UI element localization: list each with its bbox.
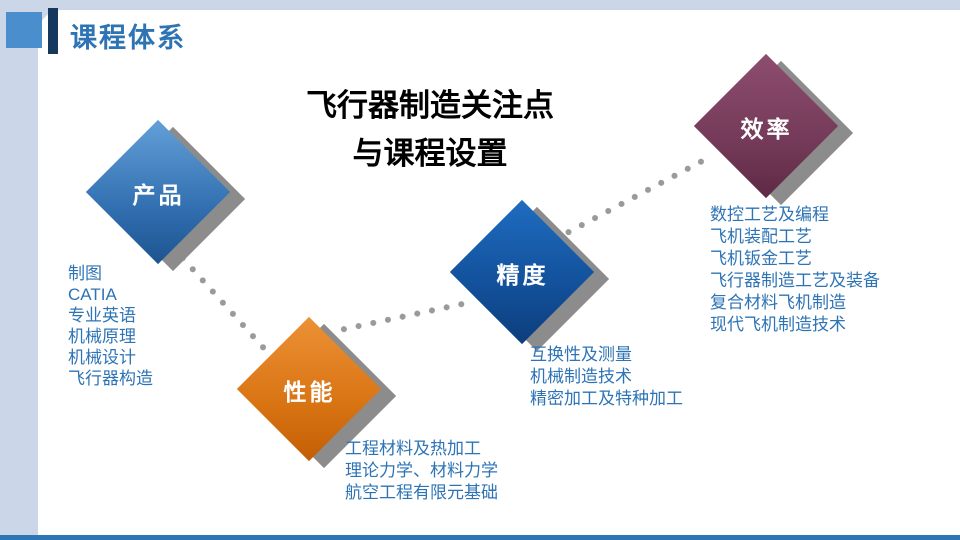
- course-item: 飞机装配工艺: [710, 227, 812, 246]
- slide-title-line1: 飞行器制造关注点: [306, 88, 554, 123]
- course-item: 机械设计: [68, 348, 136, 367]
- header-accent-bar: [48, 8, 58, 54]
- course-item: CATIA: [68, 285, 117, 304]
- course-list-product: 制图 CATIA 专业英语 机械原理 机械设计 飞行器构造: [68, 263, 153, 389]
- course-item: 航空工程有限元基础: [345, 483, 498, 502]
- slide-title: 飞行器制造关注点 与课程设置: [230, 82, 630, 178]
- course-item: 精密加工及特种加工: [530, 389, 683, 408]
- course-item: 飞行器制造工艺及装备: [710, 271, 880, 290]
- diamond-performance: 性能: [236, 316, 397, 469]
- course-item: 专业英语: [68, 306, 136, 325]
- diamond-label-precision: 精度: [496, 261, 549, 288]
- course-list-performance: 工程材料及热加工 理论力学、材料力学 航空工程有限元基础: [345, 438, 498, 504]
- course-item: 机械制造技术: [530, 367, 632, 386]
- course-item: 现代飞机制造技术: [710, 315, 846, 334]
- course-list-efficiency: 数控工艺及编程 飞机装配工艺 飞机钣金工艺 飞行器制造工艺及装备 复合材料飞机制…: [710, 204, 880, 336]
- diamond-precision: 精度: [449, 199, 610, 352]
- header-accent-square: [6, 12, 42, 48]
- diamond-product: 产品: [85, 119, 246, 272]
- course-item: 飞机钣金工艺: [710, 249, 812, 268]
- diamond-label-product: 产品: [132, 181, 185, 208]
- course-item: 飞行器构造: [68, 369, 153, 388]
- slide-header-title: 课程体系: [70, 23, 186, 53]
- course-item: 工程材料及热加工: [345, 439, 481, 458]
- bottom-accent-line: [0, 535, 960, 540]
- slide-title-line2: 与课程设置: [352, 136, 508, 171]
- course-item: 理论力学、材料力学: [345, 461, 498, 480]
- diamond-label-efficiency: 效率: [740, 115, 793, 142]
- course-item: 制图: [68, 264, 102, 283]
- course-list-precision: 互换性及测量 机械制造技术 精密加工及特种加工: [530, 344, 683, 410]
- course-item: 复合材料飞机制造: [710, 293, 846, 312]
- diamond-efficiency: 效率: [693, 53, 854, 206]
- course-item: 数控工艺及编程: [710, 205, 829, 224]
- diamond-label-performance: 性能: [283, 378, 336, 405]
- course-item: 互换性及测量: [530, 345, 632, 364]
- course-item: 机械原理: [68, 327, 136, 346]
